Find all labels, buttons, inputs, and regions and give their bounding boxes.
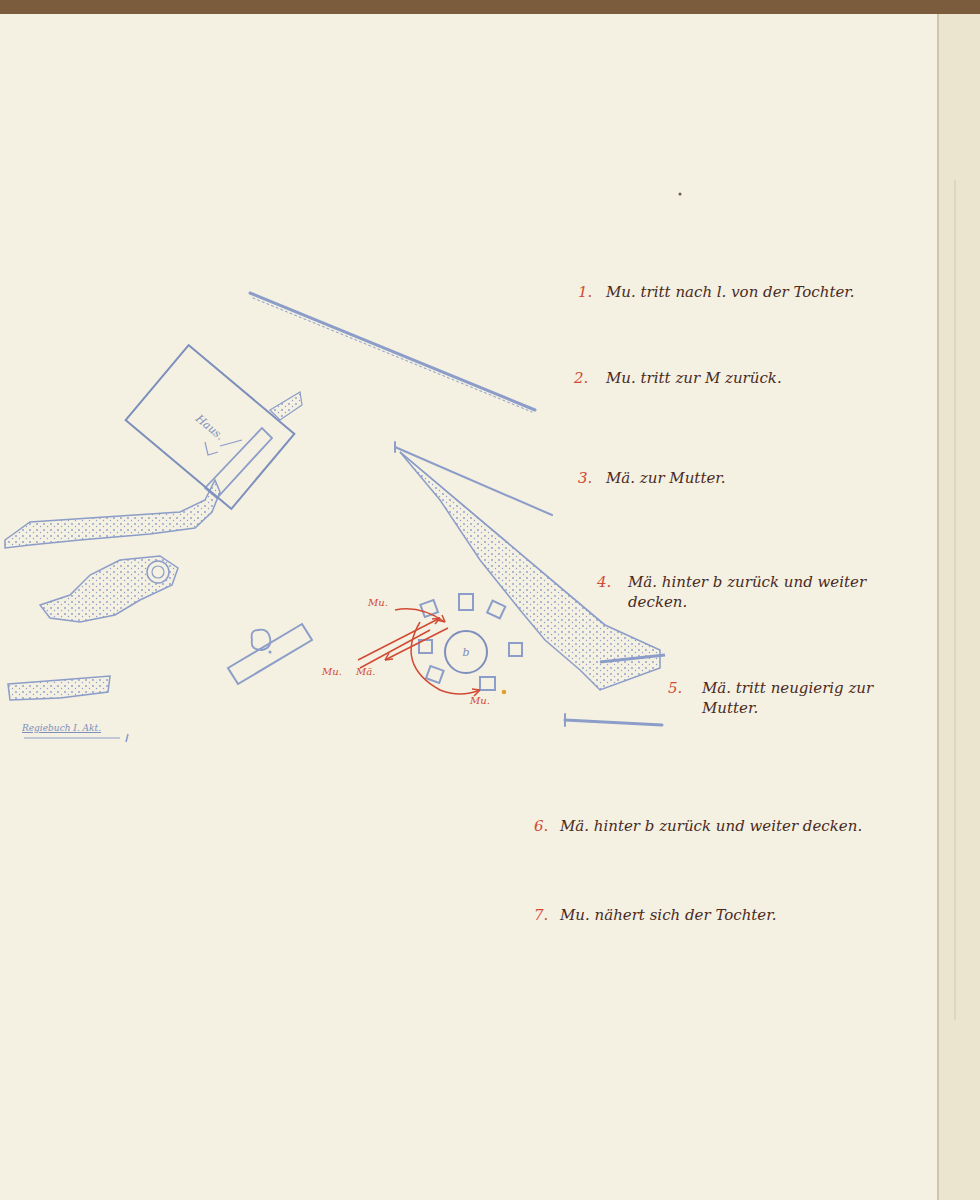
callout-number: 6. [534,816,548,836]
callout-number: 2. [574,368,588,388]
stage-direction: Mu. tritt nach l. von der Tochter. [606,282,855,302]
binding [0,0,980,14]
page-edge [938,14,980,1200]
stage-direction: Mä. tritt neugierig zur Mutter. [702,678,934,719]
character-mark: Mu. [322,665,342,679]
character-mark: Mä. [356,665,375,679]
stage-direction: Mä. hinter b zurück und weiter decken. [628,572,918,613]
callout-number: 5. [668,678,682,698]
character-mark: Mu. [368,596,388,610]
stage-direction: Mu. tritt zur M zurück. [606,368,782,388]
node-text: Haus. [193,412,226,443]
callout-number: 7. [534,905,548,925]
callout-number: 3. [578,468,592,488]
table-circle: b [444,630,488,674]
stage-direction: Mä. zur Mutter. [606,468,726,488]
stage-direction: Mä. hinter b zurück und weiter decken. [560,816,862,836]
plan-caption: Regiebuch I. Akt. [22,722,101,734]
stage-direction: Mu. nähert sich der Tochter. [560,905,777,925]
character-mark: Mu. [470,694,490,708]
callout-number: 4. [597,572,611,592]
node-text: b [462,646,469,659]
callout-number: 1. [578,282,592,302]
house-box: Haus. [124,344,296,511]
